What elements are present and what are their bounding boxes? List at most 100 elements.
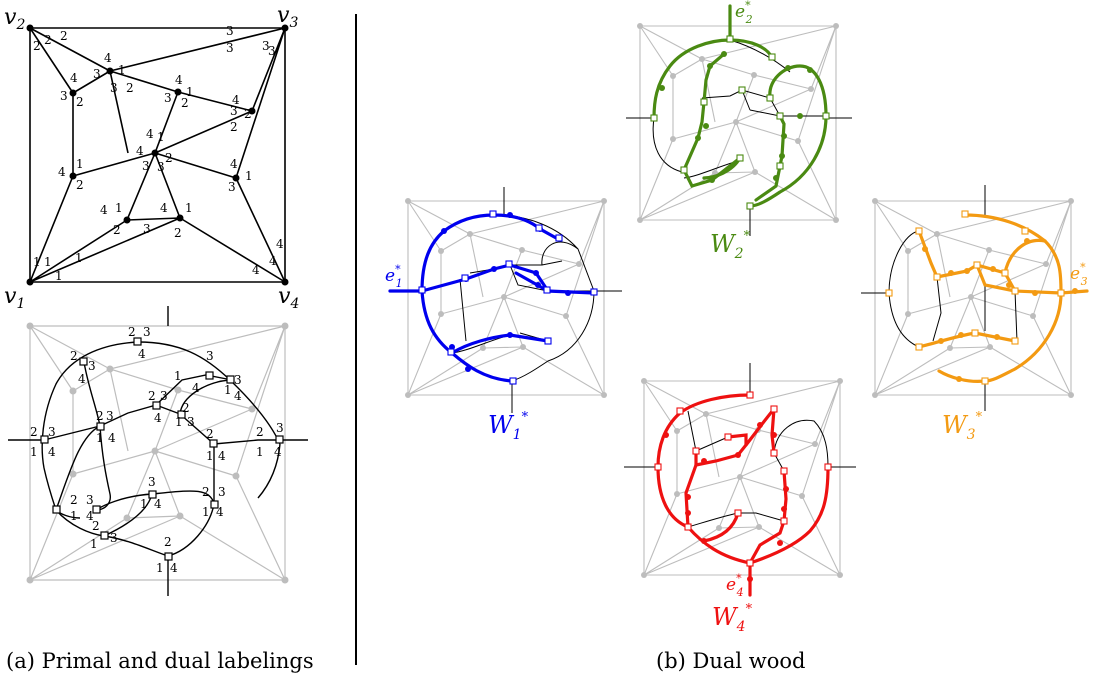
svg-text:2: 2 bbox=[165, 151, 173, 165]
svg-text:1: 1 bbox=[115, 201, 123, 215]
svg-text:3: 3 bbox=[110, 81, 118, 95]
svg-text:3: 3 bbox=[88, 359, 96, 373]
svg-text:4: 4 bbox=[234, 389, 242, 403]
svg-text:2: 2 bbox=[76, 178, 84, 192]
svg-text:2: 2 bbox=[33, 39, 41, 53]
svg-text:4: 4 bbox=[138, 347, 146, 361]
svg-text:4: 4 bbox=[192, 381, 200, 395]
wood-W2 bbox=[626, 4, 852, 236]
svg-text:3: 3 bbox=[48, 425, 56, 439]
svg-text:4: 4 bbox=[232, 93, 240, 107]
svg-text:4: 4 bbox=[230, 157, 238, 171]
svg-text:3: 3 bbox=[60, 89, 68, 103]
svg-text:2: 2 bbox=[256, 425, 264, 439]
svg-text:1: 1 bbox=[206, 449, 214, 463]
svg-text:2: 2 bbox=[164, 535, 172, 549]
svg-text:3: 3 bbox=[218, 485, 226, 499]
svg-text:2: 2 bbox=[230, 120, 238, 134]
svg-text:1: 1 bbox=[175, 415, 183, 429]
svg-text:2: 2 bbox=[244, 107, 252, 121]
svg-text:4: 4 bbox=[269, 254, 277, 268]
vertex-label-v2: v2 bbox=[4, 5, 25, 33]
svg-text:1: 1 bbox=[256, 445, 264, 459]
svg-text:4: 4 bbox=[58, 165, 66, 179]
svg-text:3: 3 bbox=[143, 222, 151, 236]
svg-text:2: 2 bbox=[70, 493, 78, 507]
svg-text:1: 1 bbox=[186, 85, 194, 99]
svg-text:1: 1 bbox=[90, 537, 98, 551]
caption-right: (b) Dual wood bbox=[656, 649, 805, 673]
wood-label-W3: W3* bbox=[942, 410, 983, 443]
svg-text:3: 3 bbox=[86, 493, 94, 507]
svg-text:1: 1 bbox=[156, 561, 164, 575]
svg-text:1: 1 bbox=[75, 251, 83, 265]
edge-label-e1: e*1 bbox=[385, 263, 403, 290]
vertex-label-v1: v1 bbox=[4, 284, 25, 312]
svg-text:1: 1 bbox=[157, 130, 165, 144]
svg-text:4: 4 bbox=[70, 71, 78, 85]
svg-text:1: 1 bbox=[140, 497, 148, 511]
svg-text:1: 1 bbox=[55, 269, 63, 283]
svg-text:4: 4 bbox=[104, 51, 112, 65]
wood-W1 bbox=[388, 187, 622, 413]
caption-left: (a) Primal and dual labelings bbox=[6, 649, 314, 673]
svg-text:4: 4 bbox=[160, 201, 168, 215]
svg-text:4: 4 bbox=[252, 263, 260, 277]
wood-label-W4: W4* bbox=[712, 602, 753, 635]
svg-text:2: 2 bbox=[174, 226, 182, 240]
svg-text:1: 1 bbox=[245, 169, 253, 183]
svg-text:4: 4 bbox=[170, 561, 178, 575]
svg-text:4: 4 bbox=[216, 505, 224, 519]
svg-text:3: 3 bbox=[230, 104, 238, 118]
svg-text:1: 1 bbox=[224, 383, 232, 397]
svg-text:3: 3 bbox=[234, 373, 242, 387]
svg-text:2: 2 bbox=[182, 401, 190, 415]
svg-text:2: 2 bbox=[181, 96, 189, 110]
svg-text:4: 4 bbox=[78, 372, 86, 386]
svg-text:3: 3 bbox=[106, 409, 114, 423]
svg-text:1: 1 bbox=[30, 445, 38, 459]
wood-W3 bbox=[861, 185, 1089, 411]
svg-text:4: 4 bbox=[154, 411, 162, 425]
svg-text:3: 3 bbox=[228, 180, 236, 194]
wood-W4 bbox=[624, 363, 856, 597]
svg-text:1: 1 bbox=[33, 255, 41, 269]
svg-text:3: 3 bbox=[142, 159, 150, 173]
wood-label-W2: W2* bbox=[710, 229, 751, 262]
svg-text:3: 3 bbox=[187, 415, 195, 429]
primal-vertices bbox=[26, 24, 289, 286]
svg-text:2: 2 bbox=[113, 223, 121, 237]
svg-text:2: 2 bbox=[30, 425, 38, 439]
svg-text:3: 3 bbox=[148, 475, 156, 489]
wood-label-W1: W1* bbox=[488, 410, 529, 443]
svg-text:1: 1 bbox=[70, 509, 78, 523]
svg-text:1: 1 bbox=[202, 505, 210, 519]
svg-text:3: 3 bbox=[93, 67, 101, 81]
svg-text:4: 4 bbox=[175, 73, 183, 87]
edge-label-e4: e*4 bbox=[726, 572, 744, 599]
edge-label-e2: e*2 bbox=[735, 0, 753, 26]
svg-text:2: 2 bbox=[44, 33, 52, 47]
vertex-label-v3: v3 bbox=[277, 3, 298, 31]
svg-text:3: 3 bbox=[268, 44, 276, 58]
svg-text:1: 1 bbox=[185, 201, 193, 215]
svg-text:3: 3 bbox=[164, 91, 172, 105]
svg-text:2: 2 bbox=[60, 29, 68, 43]
svg-text:2: 2 bbox=[206, 427, 214, 441]
svg-text:3: 3 bbox=[206, 349, 214, 363]
svg-text:3: 3 bbox=[262, 39, 270, 53]
svg-text:2: 2 bbox=[92, 519, 100, 533]
svg-text:3: 3 bbox=[143, 325, 151, 339]
svg-text:1: 1 bbox=[118, 63, 126, 77]
svg-text:1: 1 bbox=[76, 157, 84, 171]
svg-text:4: 4 bbox=[154, 497, 162, 511]
svg-text:3: 3 bbox=[157, 160, 165, 174]
svg-text:3: 3 bbox=[226, 24, 234, 38]
svg-text:2: 2 bbox=[126, 81, 134, 95]
svg-text:4: 4 bbox=[108, 431, 116, 445]
svg-text:2: 2 bbox=[202, 485, 210, 499]
svg-text:4: 4 bbox=[100, 203, 108, 217]
